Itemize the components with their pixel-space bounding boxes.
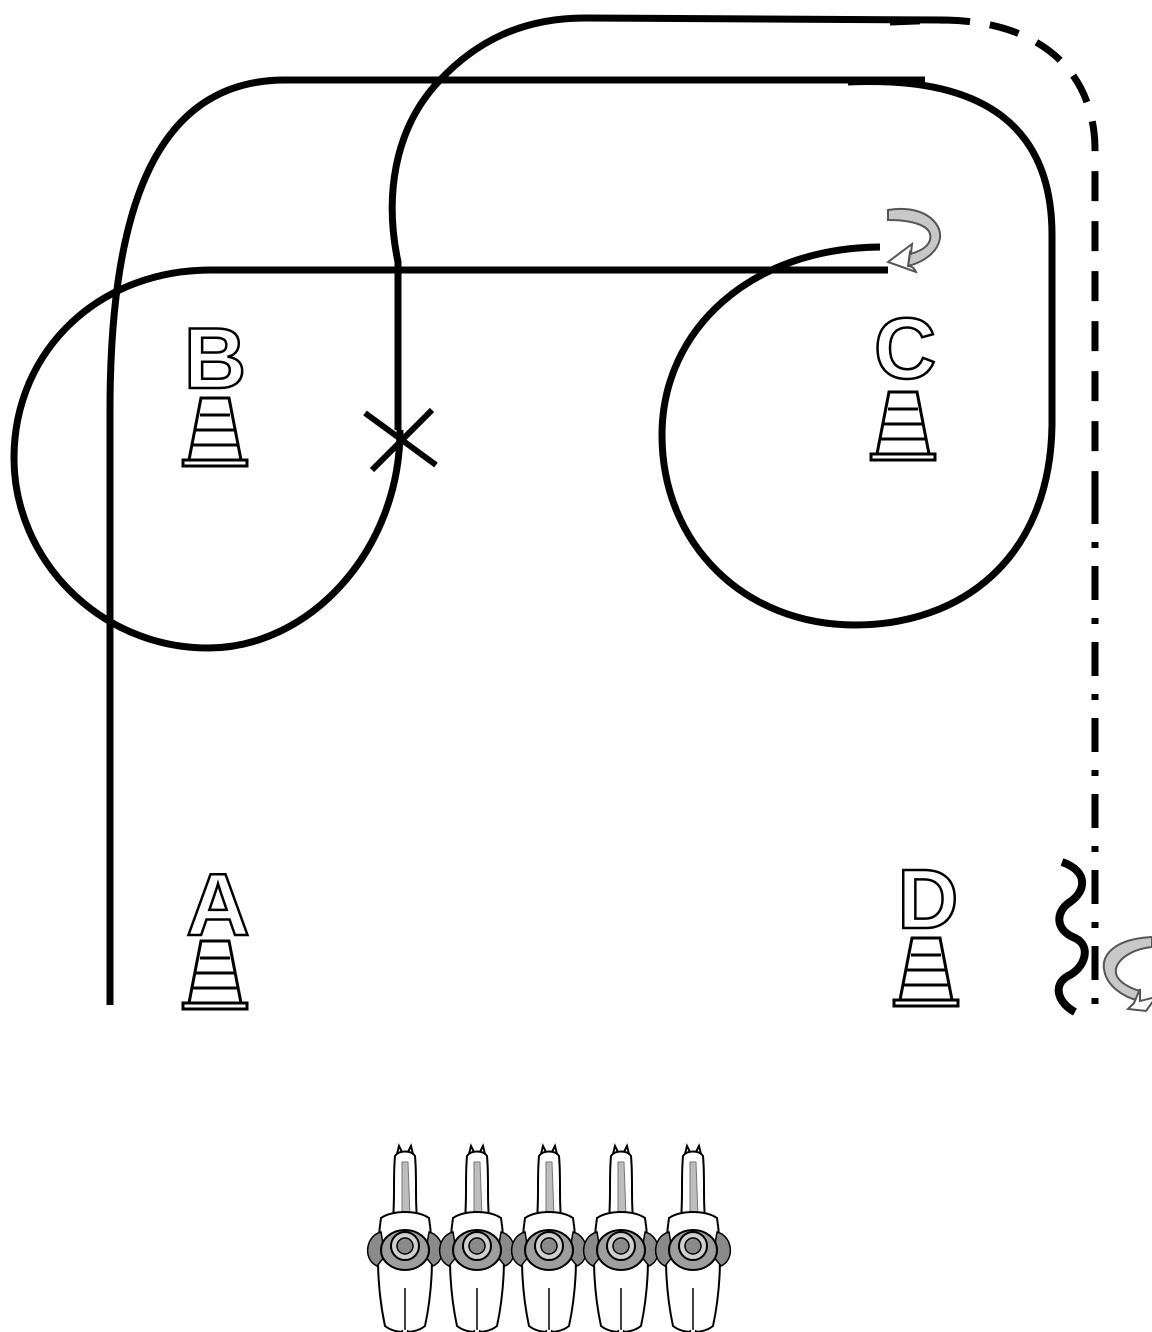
marker-c: C [873, 300, 938, 399]
traffic-cone-icon [181, 939, 249, 1011]
traffic-cone-icon [181, 396, 249, 468]
traffic-cone-icon [869, 390, 937, 462]
riders-group [367, 1143, 731, 1332]
rotate-arrow-icon [1102, 935, 1152, 1013]
marker-b: B [183, 310, 248, 409]
path-center-vertical [388, 14, 946, 430]
marker-a: A [185, 854, 251, 956]
horse-rider-icon [367, 1143, 443, 1332]
cross-mark-icon [363, 407, 438, 473]
marker-d: D [896, 851, 959, 948]
marker-label: B [184, 311, 246, 407]
horse-rider-icon [655, 1143, 731, 1332]
path-right-loop [658, 243, 1056, 629]
wavy-line-icon [1054, 858, 1089, 1016]
path-top-right-arc [847, 77, 1056, 425]
horse-rider-icon [583, 1143, 659, 1332]
marker-label: C [874, 301, 936, 397]
path-top-dashed [889, 16, 1099, 500]
rotate-arrow-icon [885, 207, 942, 274]
path-circle-b [10, 266, 404, 652]
marker-label: D [898, 852, 959, 946]
marker-label: A [186, 855, 250, 954]
horse-rider-icon [439, 1143, 515, 1332]
path-left-outer [106, 76, 925, 1005]
horse-rider-icon [511, 1143, 587, 1332]
traffic-cone-icon [892, 936, 960, 1008]
